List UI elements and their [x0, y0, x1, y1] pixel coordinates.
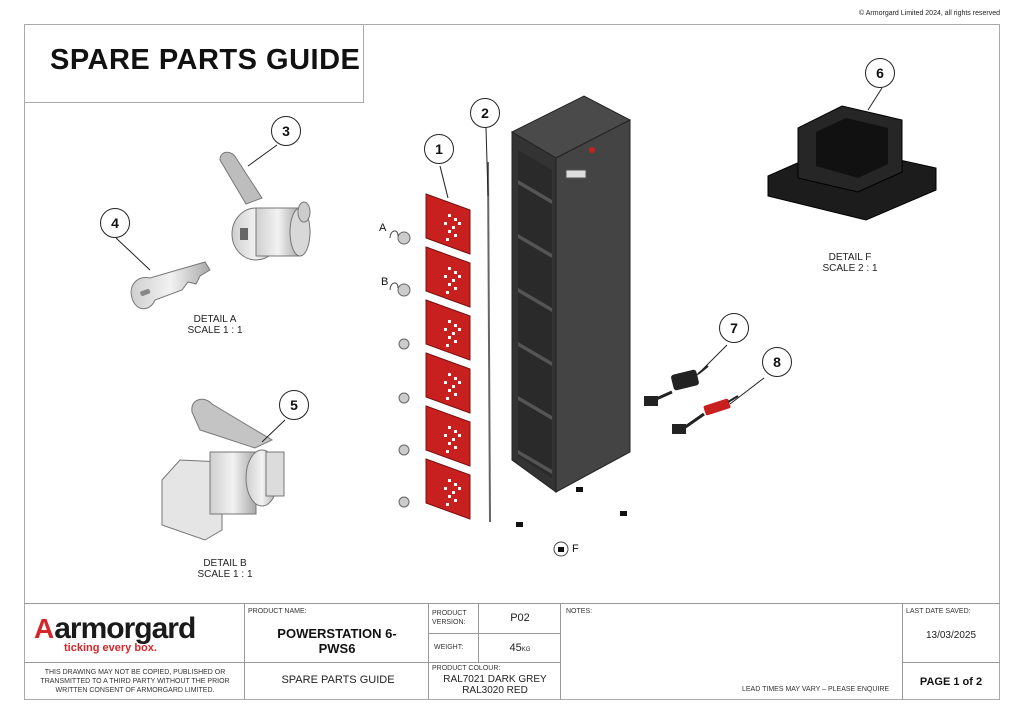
product-version: P02 — [510, 612, 530, 624]
detail-f-caption: DETAIL F SCALE 2 : 1 — [805, 252, 895, 274]
last-saved-date: 13/03/2025 — [925, 630, 977, 641]
weight-value: 45KG — [509, 642, 531, 654]
shelf — [518, 288, 552, 312]
door-panel — [425, 352, 471, 414]
hardware-parts — [389, 230, 411, 508]
detail-b-caption: DETAIL B SCALE 1 : 1 — [180, 558, 270, 580]
balloon-3: 3 — [271, 116, 301, 146]
key-drawing — [130, 261, 211, 310]
locker-body — [510, 95, 632, 493]
balloon-6: 6 — [865, 58, 895, 88]
door-panel — [425, 246, 471, 308]
logo-mark-icon: A — [34, 613, 55, 644]
lead-times-note: LEAD TIMES MAY VARY – PLEASE ENQUIRE — [742, 686, 890, 693]
balloon-leaders — [115, 87, 883, 443]
page-title: SPARE PARTS GUIDE — [50, 44, 361, 76]
shelf — [518, 396, 552, 420]
detail-a-caption: DETAIL A SCALE 1 : 1 — [170, 314, 260, 336]
door-panels — [425, 193, 471, 520]
balloon-7: 7 — [719, 313, 749, 343]
detail-b-name: DETAIL B — [203, 558, 247, 569]
armorgard-logo: Aarmorgard — [34, 612, 196, 646]
foot-drawing — [767, 105, 937, 221]
balloon-5: 5 — [279, 390, 309, 420]
balloon-4: 4 — [100, 208, 130, 238]
detail-f-marker — [553, 541, 569, 557]
door-panel — [425, 458, 471, 520]
shelf — [518, 180, 552, 204]
product-name-label: PRODUCT NAME: — [248, 608, 307, 615]
logo-wordmark: armorgard — [54, 612, 196, 645]
balloon-8: 8 — [762, 347, 792, 377]
notes-label: NOTES: — [566, 608, 593, 615]
shelf — [518, 234, 552, 258]
product-colours: RAL7021 DARK GREY RAL3020 RED — [430, 674, 560, 696]
door-panel — [425, 299, 471, 361]
balloon-2: 2 — [470, 98, 500, 128]
rod-drawing — [487, 161, 491, 523]
product-colour-label: PRODUCT COLOUR: — [432, 665, 501, 672]
balloon-1: 1 — [424, 134, 454, 164]
marker-f: F — [572, 543, 579, 555]
detail-f-name: DETAIL F — [828, 252, 872, 263]
marker-a: A — [379, 222, 387, 234]
cam-lock-drawing — [219, 151, 311, 261]
door-panel — [425, 405, 471, 467]
copyright-notice: © Armorgard Limited 2024, all rights res… — [859, 10, 1000, 17]
page-number: PAGE 1 of 2 — [919, 676, 983, 688]
door-panel — [425, 193, 471, 255]
last-saved-label: LAST DATE SAVED: — [906, 608, 971, 615]
colour-1: RAL7021 DARK GREY — [443, 674, 547, 685]
colour-2: RAL3020 RED — [462, 685, 528, 696]
shelf — [518, 342, 552, 366]
title-box — [24, 24, 364, 103]
marker-b: B — [381, 276, 389, 288]
disclaimer: THIS DRAWING MAY NOT BE COPIED, PUBLISHE… — [40, 669, 230, 694]
cam-lock-b-drawing — [161, 398, 285, 541]
detail-a-name: DETAIL A — [193, 314, 237, 325]
shelf — [518, 450, 552, 474]
drawing-frame — [24, 24, 1000, 700]
logo-tagline: ticking every box. — [64, 642, 157, 654]
product-version-label: PRODUCT VERSION: — [432, 610, 467, 626]
detail-f-scale: SCALE 2 : 1 — [822, 263, 878, 274]
weight-label: WEIGHT: — [434, 644, 464, 651]
cables-drawing — [644, 365, 739, 434]
doc-title: SPARE PARTS GUIDE — [281, 674, 395, 686]
locker-feet — [516, 487, 627, 527]
detail-a-scale: SCALE 1 : 1 — [187, 325, 243, 336]
detail-b-scale: SCALE 1 : 1 — [197, 569, 253, 580]
product-name: POWERSTATION 6-PWS6 — [277, 626, 397, 656]
